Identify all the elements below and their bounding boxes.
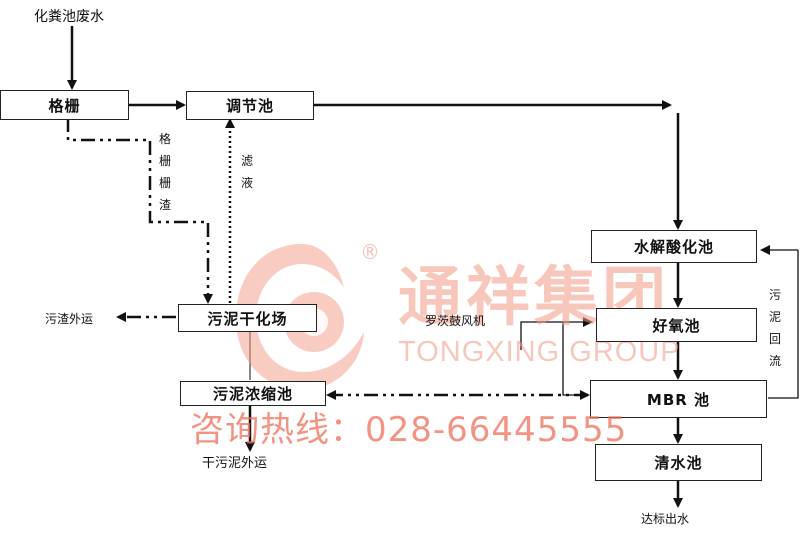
sludge-return-label: 污泥回流 bbox=[768, 288, 781, 368]
registered-mark: ® bbox=[360, 240, 380, 264]
node-hydrolysis-tank: 水解酸化池 bbox=[591, 230, 757, 263]
node-regulating-tank: 调节池 bbox=[186, 91, 314, 120]
node-sludge-thickener: 污泥浓缩池 bbox=[180, 381, 326, 406]
edge-grille-residue bbox=[66, 118, 213, 304]
node-clear-water-tank: 清水池 bbox=[595, 444, 762, 481]
edge-sludge-return bbox=[768, 250, 799, 399]
node-grille: 格栅 bbox=[0, 90, 129, 120]
filtrate-label: 滤液 bbox=[240, 154, 253, 190]
dry-sludge-outbound-label: 干污泥外运 bbox=[202, 456, 268, 471]
source-label: 化粪池废水 bbox=[34, 9, 104, 25]
watermark-hotline: 咨询热线：028-66445555 bbox=[190, 410, 628, 450]
edge-blower-air bbox=[520, 317, 593, 350]
grille-residue-label: 格栅栅渣 bbox=[158, 132, 171, 212]
node-aerobic-tank: 好氧池 bbox=[596, 308, 757, 342]
blower-label: 罗茨鼓风机 bbox=[425, 314, 486, 328]
node-mbr-tank: MBR 池 bbox=[590, 380, 767, 418]
slag-outbound-label: 污渣外运 bbox=[45, 312, 94, 326]
discharge-label: 达标出水 bbox=[641, 512, 690, 526]
node-sludge-drying-field: 污泥干化场 bbox=[178, 304, 317, 332]
